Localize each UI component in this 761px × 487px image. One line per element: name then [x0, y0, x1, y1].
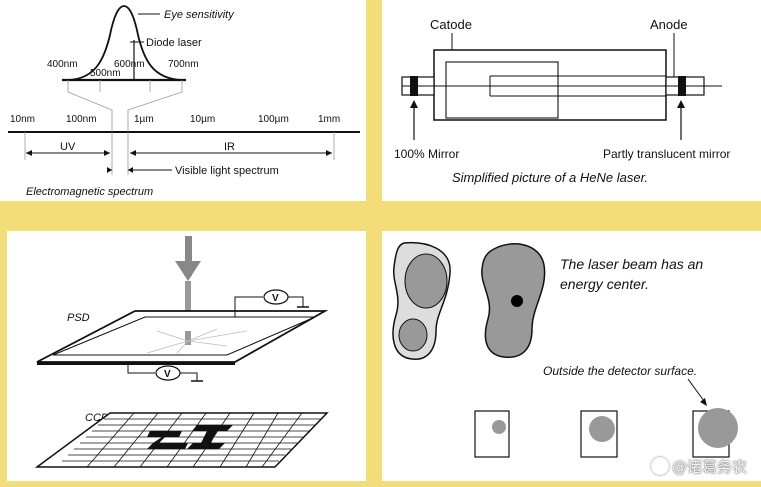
- full-mirror: [410, 76, 418, 96]
- detectors-panel: V V PSD CCD: [7, 231, 366, 481]
- laser-tube: [433, 49, 667, 121]
- tick-100nm-label: 100nm: [66, 114, 97, 125]
- ccd-grid: [34, 412, 329, 468]
- beam-energy-diagram: The laser beam has an energy center. Out…: [392, 241, 738, 458]
- spectrum-caption: Electromagnetic spectrum: [26, 186, 153, 198]
- tick-10nm-label: 10nm: [10, 114, 35, 125]
- beam-energy-panel: The laser beam has an energy center. Out…: [382, 231, 761, 481]
- voltmeter-top-label: V: [272, 293, 279, 304]
- paw-icon: [650, 457, 669, 475]
- wl-500-label: 500nm: [90, 68, 121, 79]
- ir-label: IR: [224, 141, 235, 153]
- catode-label: Catode: [430, 17, 472, 32]
- diode-laser-label: Diode laser: [146, 37, 202, 49]
- spectrum-diagram: Eye sensitivity Diode laser 400nm 500nm …: [8, 5, 360, 198]
- wl-600-label: 600nm: [114, 59, 145, 70]
- hene-laser-diagram: Catode Anode 100% Mirror Partly transluc…: [394, 17, 730, 185]
- laser-caption: Simplified picture of a HeNe laser.: [452, 170, 648, 185]
- wl-400-label: 400nm: [47, 59, 78, 70]
- eye-sensitivity-label: Eye sensitivity: [164, 9, 235, 21]
- partial-mirror: [678, 76, 686, 96]
- beam-spot-small: [492, 420, 506, 434]
- energy-center-line2: energy center.: [560, 276, 649, 292]
- detector-box-small-spot: [474, 410, 510, 458]
- energy-center-dot: [511, 295, 523, 307]
- psd-label: PSD: [67, 312, 90, 324]
- watermark: @诸葛务农: [650, 456, 747, 477]
- full-mirror-label: 100% Mirror: [394, 147, 459, 161]
- beam-spot-medium: [589, 416, 615, 442]
- voltmeter-bottom-label: V: [164, 369, 171, 380]
- visible-spectrum-label: Visible light spectrum: [175, 165, 279, 177]
- wl-700-label: 700nm: [168, 59, 199, 70]
- detectors-diagram: V V PSD CCD: [34, 236, 329, 468]
- spectrum-panel: Eye sensitivity Diode laser 400nm 500nm …: [0, 0, 366, 201]
- energy-center-line1: The laser beam has an: [560, 256, 703, 272]
- tick-100um-label: 100µm: [258, 114, 289, 125]
- hene-laser-panel: Catode Anode 100% Mirror Partly transluc…: [382, 0, 761, 201]
- eye-sensitivity-curve: [67, 5, 183, 81]
- catode-electrode: [445, 61, 559, 119]
- tick-10um-label: 10µm: [190, 114, 215, 125]
- outside-detector-label: Outside the detector surface.: [543, 364, 697, 378]
- uv-label: UV: [60, 141, 76, 153]
- watermark-text: @诸葛务农: [671, 458, 747, 476]
- incoming-beam-arrow: [175, 261, 201, 281]
- tick-1mm-label: 1mm: [318, 114, 340, 125]
- partial-mirror-label: Partly translucent mirror: [603, 147, 730, 161]
- incident-beam: [185, 281, 191, 333]
- beam-spot-outside: [698, 408, 738, 448]
- anode-label: Anode: [650, 17, 688, 32]
- tick-1um-label: 1µm: [134, 114, 154, 125]
